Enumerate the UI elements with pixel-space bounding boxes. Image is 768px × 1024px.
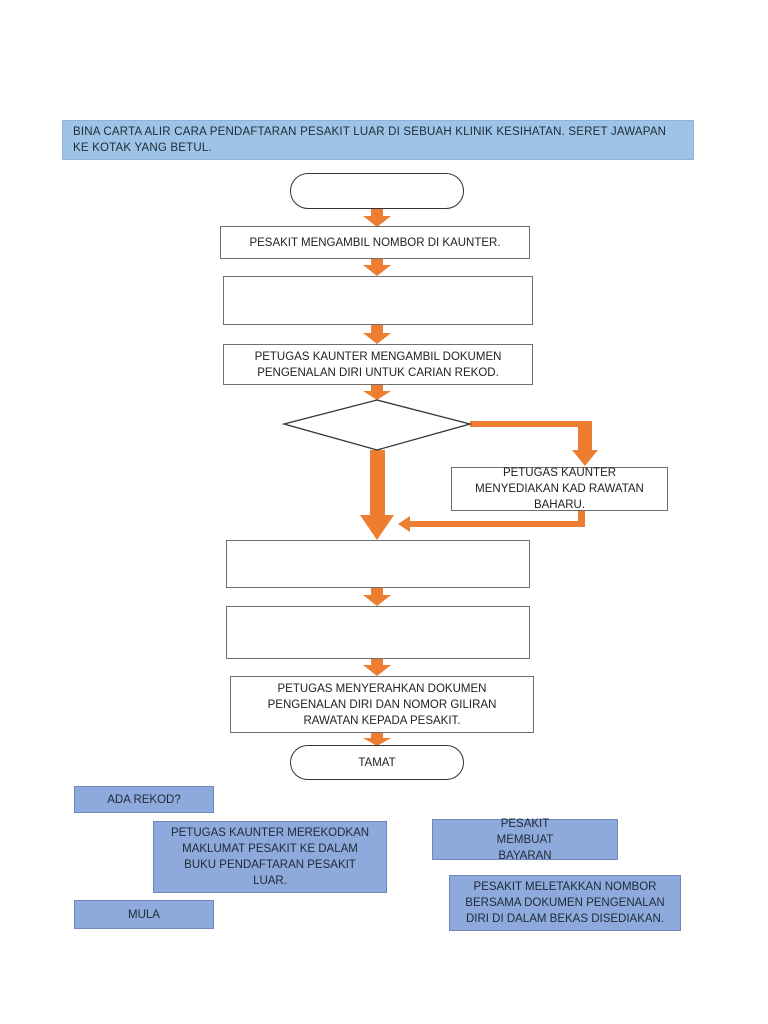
process-box-step3: PETUGAS KAUNTER MENGAMBIL DOKUMEN PENGEN…: [223, 344, 533, 385]
process-box-side-step: PETUGAS KAUNTER MENYEDIAKAN KAD RAWATAN …: [451, 467, 668, 511]
step1-text: PESAKIT MENGAMBIL NOMBOR DI KAUNTER.: [249, 236, 501, 249]
process-box-step6: PETUGAS MENYERAHKAN DOKUMEN PENGENALAN D…: [230, 676, 534, 733]
answer-card-label: ADA REKOD?: [107, 793, 181, 806]
answer-card-label: MULA: [128, 908, 160, 921]
arrow-step5-to-step6: [363, 659, 391, 676]
arrow-start-to-step1: [363, 208, 391, 227]
start-terminal[interactable]: [290, 173, 464, 209]
decision-drop-target[interactable]: [320, 413, 434, 435]
arrow-step4-to-step5: [363, 588, 391, 606]
step6-text: PETUGAS MENYERAHKAN DOKUMEN PENGENALAN D…: [267, 682, 497, 727]
arrow-step2-to-step3: [363, 325, 391, 344]
process-box-step2[interactable]: [223, 276, 533, 325]
arrow-step3-to-decision: [363, 385, 391, 400]
arrow-side-to-main: [398, 511, 585, 532]
end-terminal: TAMAT: [290, 745, 464, 780]
answer-card-mula[interactable]: MULA: [74, 900, 214, 929]
answer-card-rekod-maklumat[interactable]: PETUGAS KAUNTER MEREKODKAN MAKLUMAT PESA…: [153, 821, 387, 893]
instruction-banner: BINA CARTA ALIR CARA PENDAFTARAN PESAKIT…: [62, 120, 694, 160]
answer-card-ada-rekod[interactable]: ADA REKOD?: [74, 786, 214, 813]
answer-card-label: PETUGAS KAUNTER MEREKODKAN MAKLUMAT PESA…: [170, 827, 370, 887]
process-box-step1: PESAKIT MENGAMBIL NOMBOR DI KAUNTER.: [220, 226, 530, 259]
arrow-step6-to-end: [363, 733, 391, 746]
side-step-text: PETUGAS KAUNTER MENYEDIAKAN KAD RAWATAN …: [475, 467, 644, 511]
process-box-step4[interactable]: [226, 540, 530, 588]
decision-diamond: [281, 399, 473, 451]
step3-text: PETUGAS KAUNTER MENGAMBIL DOKUMEN PENGEN…: [254, 350, 502, 379]
arrow-decision-to-side: [470, 421, 598, 466]
arrow-step1-to-step2: [363, 259, 391, 276]
end-label: TAMAT: [358, 756, 396, 769]
arrow-decision-to-step4: [360, 450, 394, 540]
process-box-step5[interactable]: [226, 606, 530, 659]
answer-card-bayaran[interactable]: PESAKIT MEMBUAT BAYARAN: [432, 818, 618, 862]
answer-card-letak-nombor[interactable]: PESAKIT MELETAKKAN NOMBOR BERSAMA DOKUME…: [449, 875, 681, 931]
answer-card-label: PESAKIT MEMBUAT BAYARAN: [496, 817, 554, 862]
answer-card-label: PESAKIT MELETAKKAN NOMBOR BERSAMA DOKUME…: [465, 881, 665, 925]
